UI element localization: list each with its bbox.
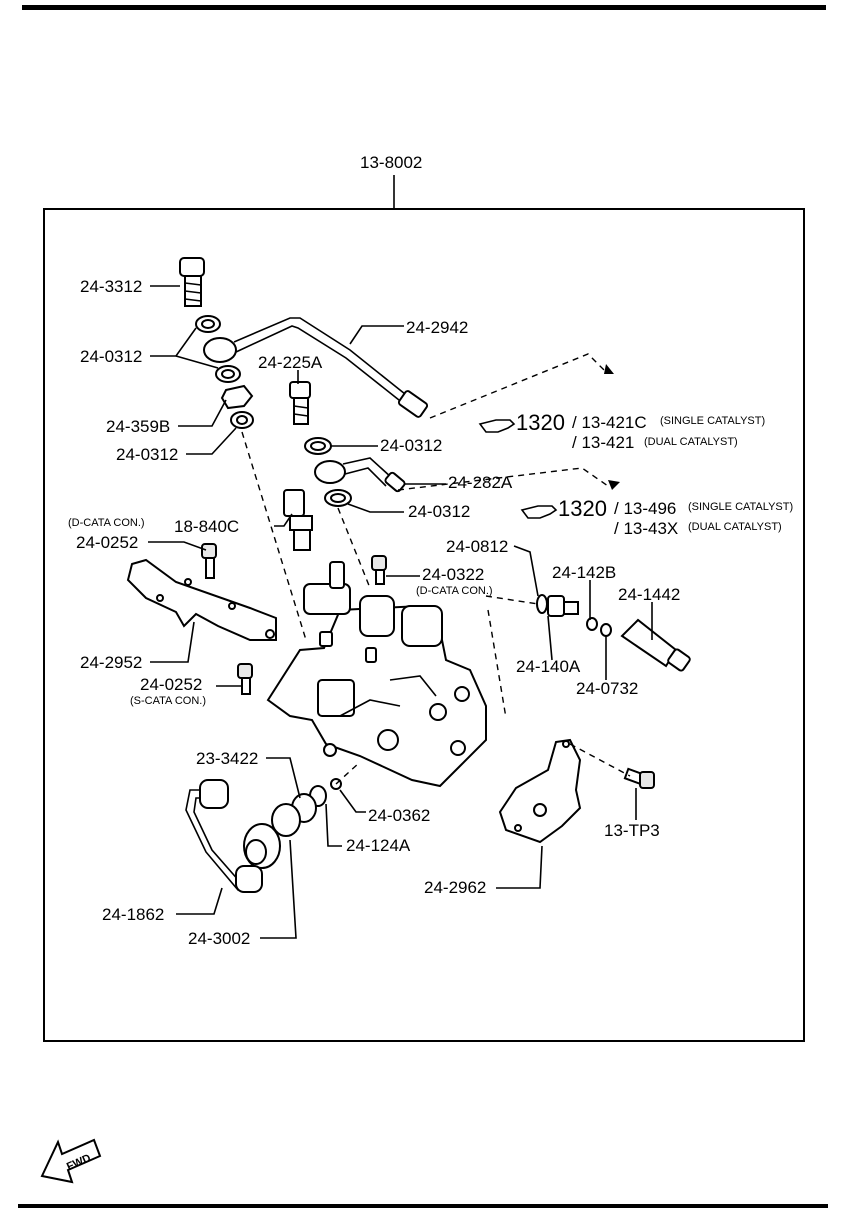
bolt-0252-top-part (201, 543, 217, 579)
bolt-0252-bottom-part (237, 663, 253, 695)
ref2-number: 1320 (558, 496, 607, 521)
reference-1: 1320 / 13-421C (SINGLE CATALYST) / 13-42… (478, 410, 765, 452)
ref1-number: 1320 (516, 410, 565, 435)
ref1-note-b: (DUAL CATALYST) (644, 436, 738, 448)
label-24-124A: 24-124A (346, 836, 411, 855)
arrow-right-icon-2 (608, 480, 620, 490)
pointing-hand-icon-2 (520, 505, 558, 519)
label-23-3422: 23-3422 (196, 749, 258, 768)
hose-1862-part (185, 779, 263, 893)
label-24-0252-top: 24-0252 (76, 533, 138, 552)
label-scata: (S-CATA CON.) (130, 695, 206, 707)
label-24-3002: 24-3002 (188, 929, 250, 948)
oring-0732-part (600, 623, 612, 637)
fitting-140a-part (547, 595, 579, 617)
label-24-0812: 24-0812 (446, 537, 508, 556)
bracket-2952-part (126, 558, 277, 641)
nut-part (220, 384, 254, 410)
label-24-0312-c: 24-0312 (380, 436, 442, 455)
bolt-tp3-part (623, 767, 655, 789)
label-24-0362: 24-0362 (368, 806, 430, 825)
valve-840c-part (283, 489, 313, 551)
reference-2: 1320 / 13-496 (SINGLE CATALYST) / 13-43X… (520, 496, 793, 538)
fwd-arrow-icon: FWD (40, 1138, 102, 1184)
label-24-0312-d: 24-0312 (408, 502, 470, 521)
ref2-note-a: (SINGLE CATALYST) (688, 501, 793, 513)
cap-1442-part (620, 618, 691, 672)
label-dcata-top: (D-CATA CON.) (68, 517, 145, 529)
label-24-0312-b: 24-0312 (116, 445, 178, 464)
banjo-bolt-part (179, 257, 205, 307)
main-pipe-part (203, 317, 429, 418)
label-24-2962: 24-2962 (424, 878, 486, 897)
label-24-225A: 24-225A (258, 353, 323, 372)
pump-body-part (266, 561, 487, 788)
ref2-note-b: (DUAL CATALYST) (688, 521, 782, 533)
gasket-0812-part (536, 594, 548, 614)
label-24-3312: 24-3312 (80, 277, 142, 296)
spring-142b-part (586, 617, 598, 631)
label-24-140A: 24-140A (516, 657, 581, 676)
label-dcata-0322: (D-CATA CON.) (416, 585, 493, 597)
label-24-142B: 24-142B (552, 563, 616, 582)
label-13-TP3: 13-TP3 (604, 821, 660, 840)
top-rule (22, 5, 826, 10)
label-18-840C: 18-840C (174, 517, 239, 536)
pipe-282a-part (314, 457, 406, 493)
bolt-225a-part (289, 381, 311, 425)
label-24-0732: 24-0732 (576, 679, 638, 698)
label-24-359B: 24-359B (106, 417, 170, 436)
part-3422 (271, 785, 327, 837)
label-24-2952: 24-2952 (80, 653, 142, 672)
arrow-right-icon-1 (604, 364, 614, 374)
label-24-0322: 24-0322 (422, 565, 484, 584)
label-24-0252-bottom: 24-0252 (140, 675, 202, 694)
ref1-note-a: (SINGLE CATALYST) (660, 415, 765, 427)
part-3002 (243, 823, 281, 869)
label-24-1862: 24-1862 (102, 905, 164, 924)
label-24-1442: 24-1442 (618, 585, 680, 604)
plate-2962-part (498, 738, 582, 844)
label-24-2942: 24-2942 (406, 318, 468, 337)
ref2-part-a: / 13-496 (614, 499, 676, 518)
ref1-part-a: / 13-421C (572, 413, 647, 432)
label-13-8002: 13-8002 (360, 153, 422, 172)
label-24-0312-a: 24-0312 (80, 347, 142, 366)
bottom-rule (18, 1204, 828, 1208)
bolt-0322-part (371, 555, 387, 585)
ref1-part-b: / 13-421 (572, 433, 634, 452)
ref2-part-b: / 13-43X (614, 519, 678, 538)
pointing-hand-icon-1 (478, 419, 516, 433)
assembly-frame (43, 208, 805, 1042)
label-24-282A: 24-282A (448, 473, 513, 492)
